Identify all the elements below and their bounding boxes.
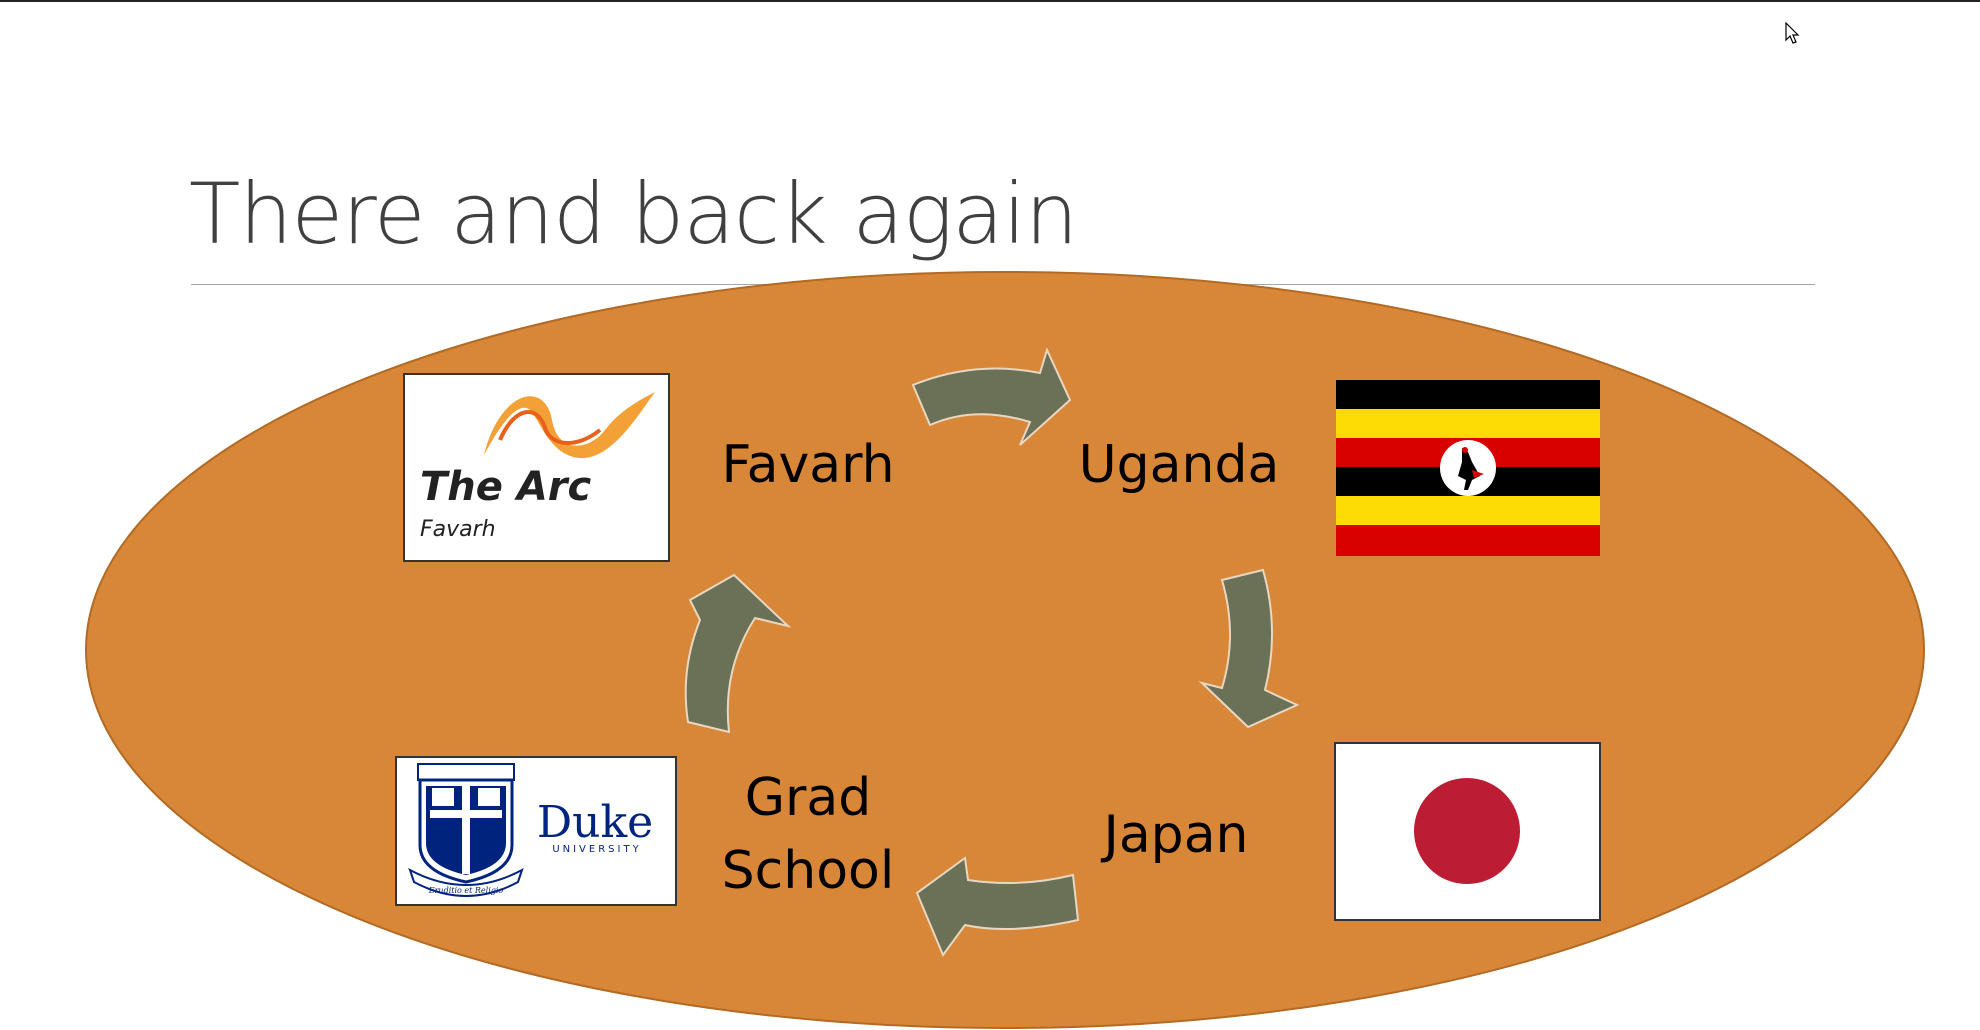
duke-motto-text: Eruditio et Religio: [428, 886, 504, 895]
arc-swoosh-icon: [484, 392, 655, 459]
step-label-favarh: Favarh: [721, 435, 894, 495]
step-label-school: School: [722, 841, 895, 901]
arc-logo-main-text: The Arc: [420, 464, 592, 510]
duke-university-logo: Eruditio et Religio Duke UNIVERSITY: [395, 756, 677, 906]
window-top-border: [0, 0, 1980, 2]
mouse-cursor-icon: [1785, 22, 1800, 44]
step-label-grad: Grad: [745, 768, 872, 828]
arc-logo-sub-text: Favarh: [420, 517, 496, 542]
arc-favarh-logo: The Arc Favarh: [403, 373, 670, 562]
arrow-japan-to-gradschool-icon: [915, 856, 1080, 958]
arrow-uganda-to-japan-icon: [1198, 568, 1300, 729]
arrow-favarh-to-uganda-icon: [911, 347, 1072, 446]
arrow-gradschool-to-favarh-icon: [684, 573, 792, 734]
duke-shield-icon: [408, 763, 524, 897]
step-label-japan: Japan: [1100, 805, 1248, 865]
step-label-uganda: Uganda: [1079, 435, 1280, 495]
uganda-flag-icon: [1336, 380, 1600, 556]
crane-icon: [1458, 448, 1480, 490]
japan-flag-icon: [1334, 742, 1601, 921]
duke-sub-text: UNIVERSITY: [552, 844, 641, 855]
slide-title: There and back again: [189, 165, 1078, 263]
duke-name-text: Duke: [537, 797, 653, 848]
